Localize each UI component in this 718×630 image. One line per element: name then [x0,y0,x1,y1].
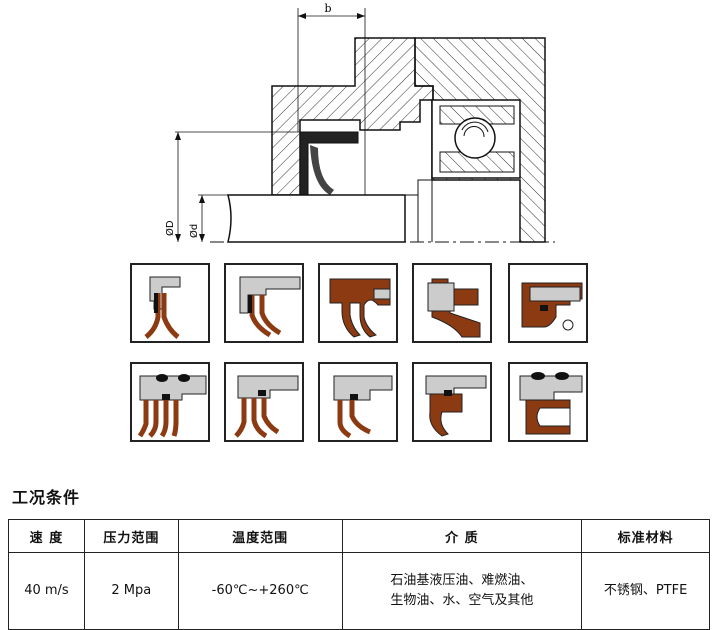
profile-6 [130,362,210,442]
profile-5 [508,263,588,343]
section-title: 工况条件 [12,488,81,507]
profile-4 [412,263,492,343]
table-row: 40 m/s 2 Mpa -60℃~+260℃ 石油基液压油、难燃油、 生物油、… [8,552,710,630]
profile-9 [412,362,492,442]
shaft [227,194,406,243]
table-header-row: 速 度 压力范围 温度范围 介 质 标准材料 [8,519,710,553]
profile-2 [224,263,304,343]
housing [271,37,434,196]
header-pressure: 压力范围 [83,519,179,553]
profile-3 [318,263,398,343]
dim-b-label: b [324,2,331,15]
header-media: 介 质 [341,519,583,553]
seal-lip [310,145,334,195]
seal-case [299,131,359,196]
profile-8 [318,362,398,442]
header-temperature: 温度范围 [177,519,343,553]
cell-speed: 40 m/s [8,552,85,630]
bearing-ball [454,117,496,159]
profile-7 [224,362,304,442]
dim-D-label: ØD [164,220,176,236]
conditions-table: 速 度 压力范围 温度范围 介 质 标准材料 40 m/s 2 Mpa -60℃… [8,519,710,630]
assembly-drawing: b ØD Ød [164,2,555,243]
cell-temperature: -60℃~+260℃ [177,552,343,630]
cell-media: 石油基液压油、难燃油、 生物油、水、空气及其他 [341,552,583,630]
dim-d-label: Ød [188,224,200,238]
profile-10 [508,362,588,442]
header-material: 标准材料 [581,519,710,553]
header-speed: 速 度 [8,519,85,553]
cell-material: 不锈钢、PTFE [581,552,710,630]
cell-pressure: 2 Mpa [83,552,179,630]
profile-1 [130,263,210,343]
